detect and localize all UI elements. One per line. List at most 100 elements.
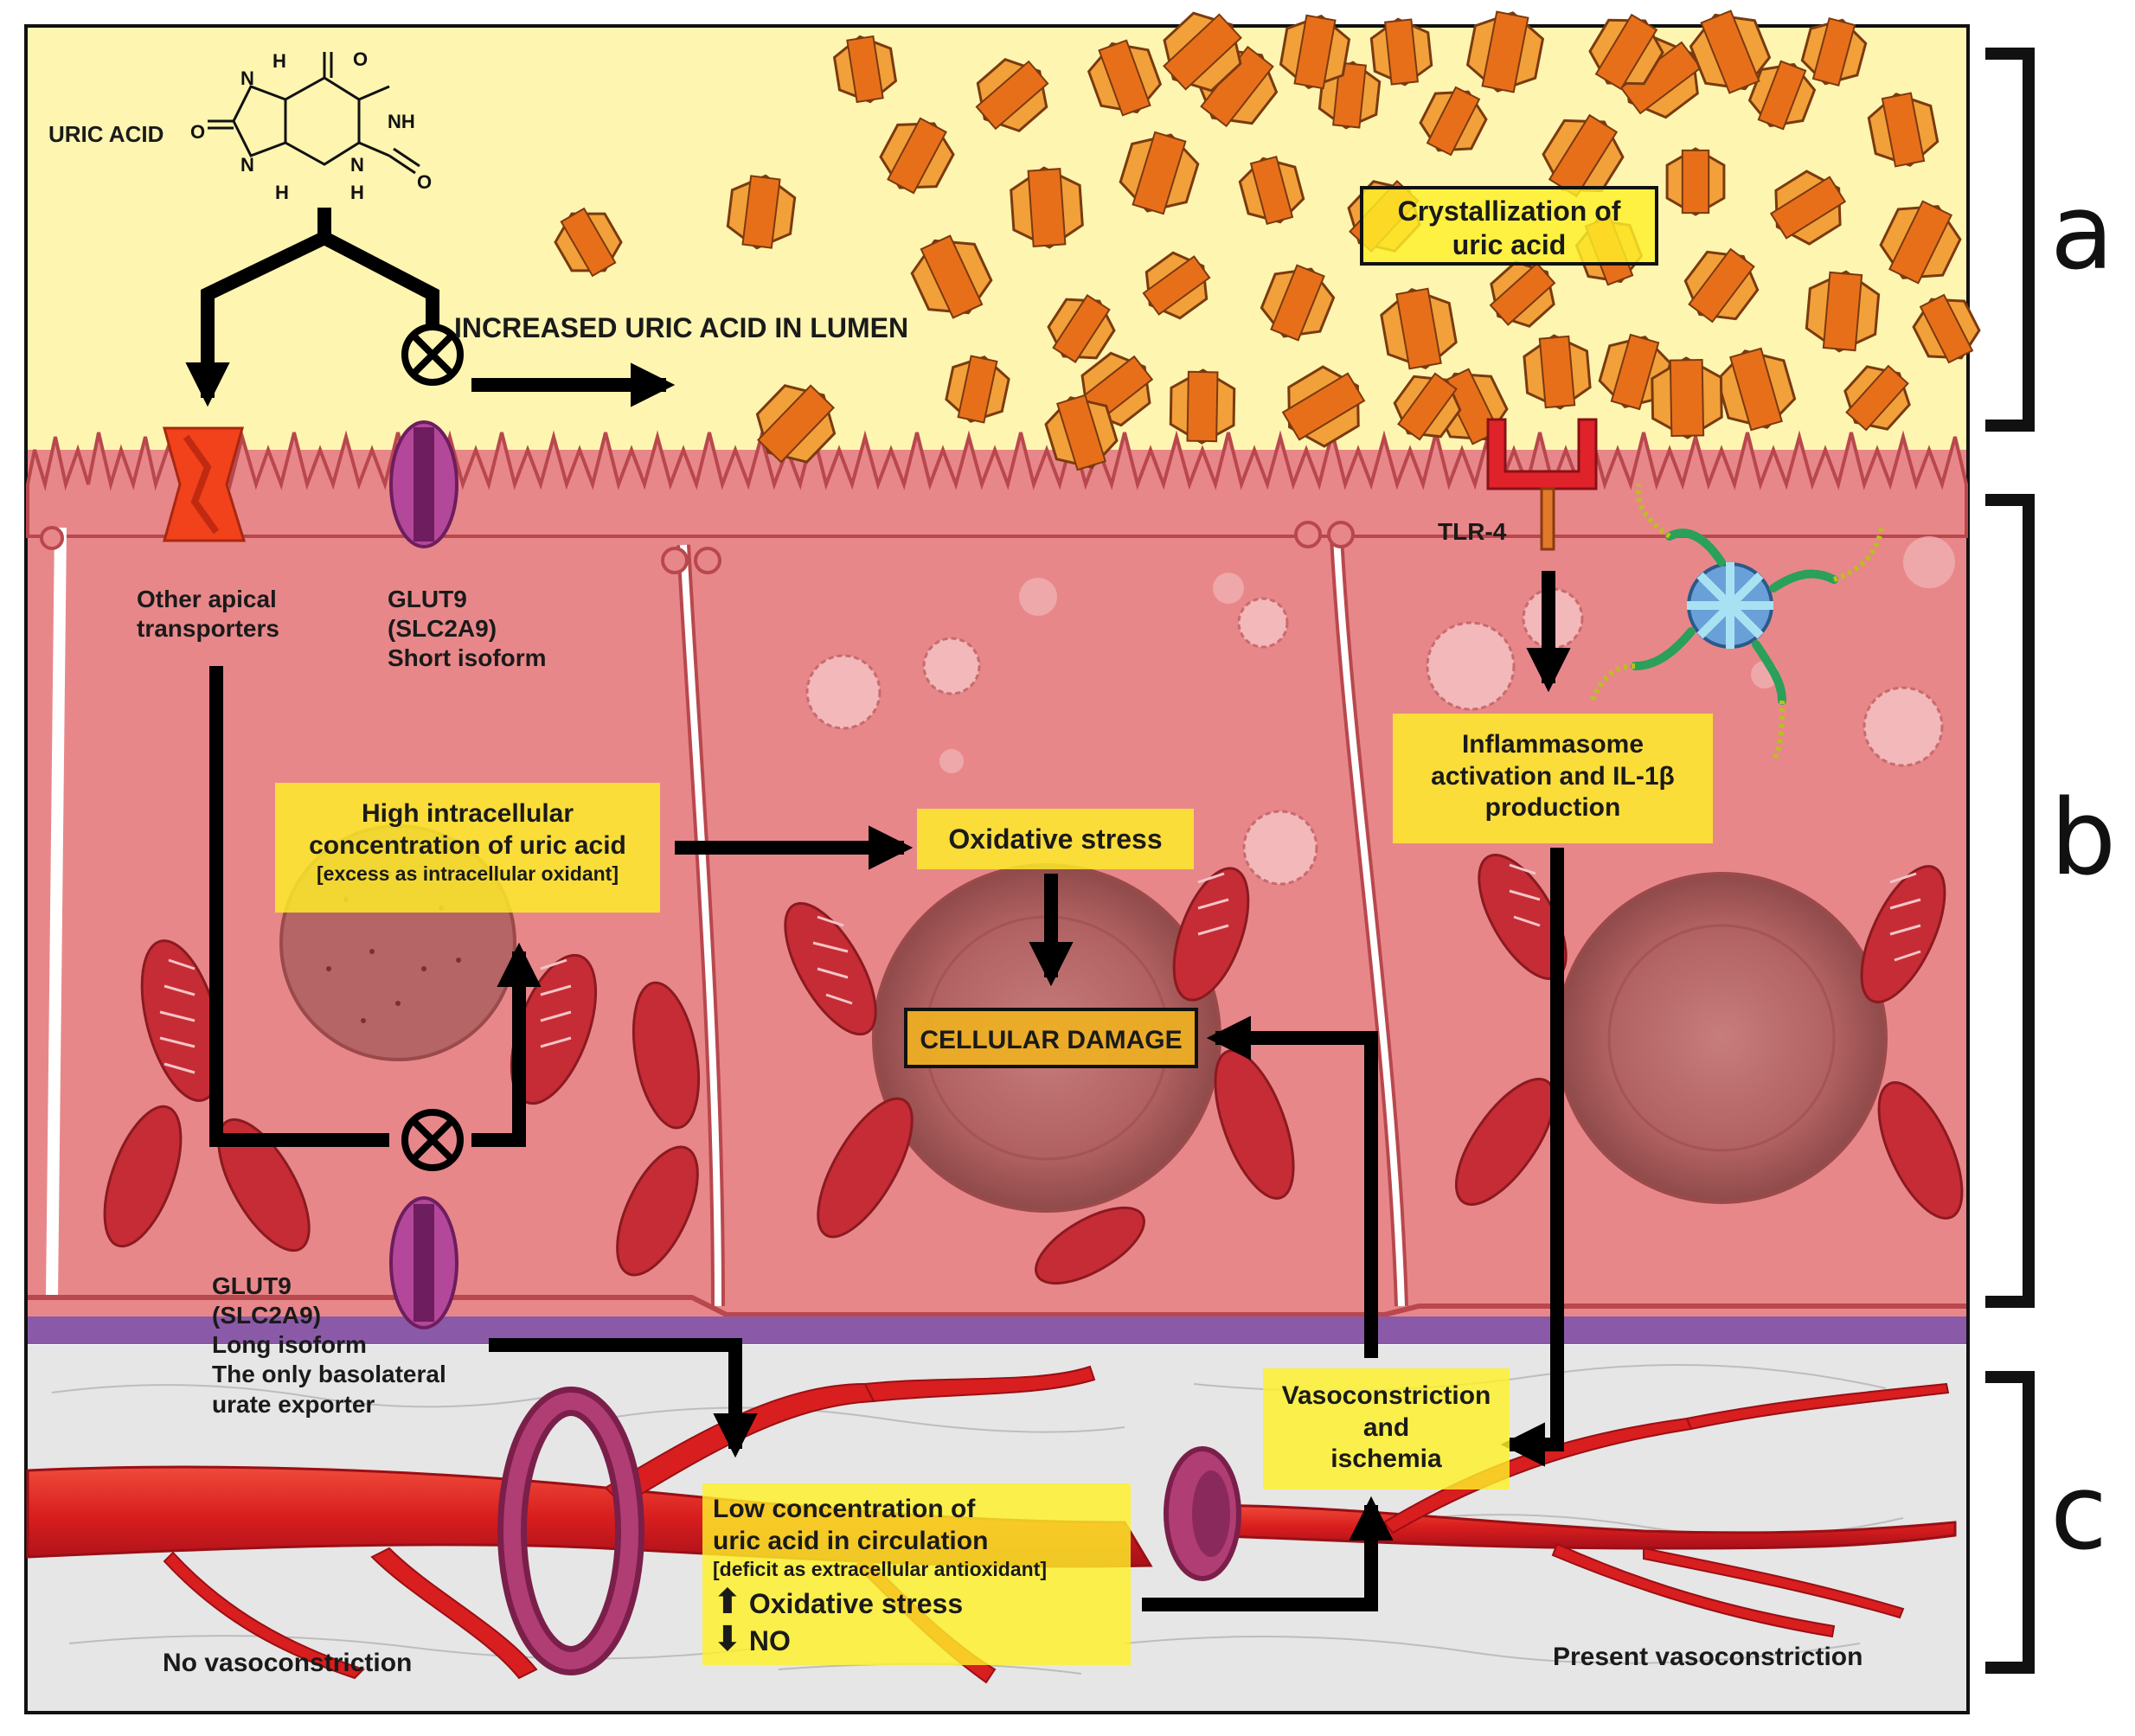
uric-acid-crystal [1523, 334, 1592, 410]
oxidative-stress-up-row: ⬆ Oxidative stress [713, 1585, 1122, 1622]
atom-n-left-top: N [240, 67, 254, 89]
glut9-long-transporter [389, 1196, 458, 1329]
tlr4-label: TLR-4 [1438, 518, 1507, 545]
crystallization-box: Crystallization of uric acid [1360, 186, 1658, 266]
down-label: NO [748, 1624, 791, 1656]
uric-acid-crystal [975, 58, 1049, 132]
uric-acid-crystal [832, 35, 898, 104]
no-vasoconstriction-label: No vasoconstriction [163, 1649, 413, 1677]
cell-boundary-left [46, 527, 67, 1298]
uric-acid-crystal [755, 384, 837, 464]
uric-acid-crystal [726, 174, 797, 250]
inflammasome-line-3: production [1484, 793, 1621, 823]
glut9-short-line-2: (SLC2A9) [388, 615, 497, 643]
zone-c-label: c [2050, 1453, 2107, 1573]
uric-acid-crystal [1087, 39, 1163, 117]
uric-acid-crystal [1588, 13, 1664, 91]
uric-acid-crystal [1047, 294, 1116, 363]
uric-acid-crystal [945, 355, 1010, 424]
crystallization-line-2: uric acid [1452, 229, 1567, 261]
high-intracellular-line-2: concentration of uric acid [309, 830, 626, 860]
arrow-molecule-split [185, 208, 331, 407]
uric-acid-crystal [1715, 347, 1797, 432]
basal-border [28, 1295, 1966, 1317]
low-concentration-box: Low concentration of uric acid in circul… [702, 1483, 1131, 1665]
uric-acid-label: URIC ACID [48, 121, 164, 147]
uric-acid-crystal [1800, 16, 1868, 87]
uric-acid-crystals [554, 10, 1981, 471]
vasoconstriction-line-1: Vasoconstriction [1281, 1381, 1491, 1410]
uric-acid-crystal [1769, 170, 1847, 246]
uric-acid-crystal [1665, 147, 1726, 216]
atom-o-right: O [417, 171, 432, 193]
glut9-long-line-2: (SLC2A9) [212, 1302, 322, 1329]
atom-h-right-bottom: H [350, 182, 364, 203]
inflammasome-complex [1589, 484, 1884, 763]
cellular-damage-box: CELLULAR DAMAGE [904, 1008, 1198, 1068]
low-concentration-line-3: [deficit as extracellular antioxidant] [713, 1558, 1048, 1581]
uric-acid-crystal [1260, 264, 1336, 342]
crystallization-line-1: Crystallization of [1397, 195, 1621, 227]
epithelial-layer [26, 430, 1968, 1323]
pericyte-ring-right [1164, 1446, 1241, 1581]
mitochondria [103, 854, 1964, 1285]
vesicles [805, 587, 1944, 886]
glut9-short-transporter [389, 420, 458, 548]
uric-acid-crystal [1369, 17, 1433, 86]
tlr4-receptor [1486, 418, 1598, 551]
nucleus-right [1555, 872, 1888, 1204]
zone-a-label: a [2050, 173, 2114, 293]
uric-acid-crystal [1867, 92, 1939, 168]
uric-acid-crystal [1119, 131, 1200, 215]
tight-junctions [40, 521, 1355, 574]
high-intracellular-line-1: High intracellular [361, 799, 574, 828]
uric-acid-crystal [1489, 260, 1556, 328]
glut9-short-label: GLUT9 (SLC2A9) Short isoform [388, 585, 547, 673]
inhibition-nodes [401, 323, 464, 1171]
high-intracellular-line-3: [excess as intracellular oxidant] [317, 862, 619, 886]
uric-acid-crystal [1010, 166, 1084, 249]
glut9-long-line-4: The only basolateral [212, 1361, 446, 1388]
uric-acid-crystal [1689, 10, 1772, 94]
uric-acid-crystal [554, 207, 623, 278]
arrow-vasoconstriction-to-damage [1206, 1015, 1378, 1358]
atom-n-right-bottom: N [350, 154, 364, 176]
uric-acid-crystal [1879, 200, 1962, 285]
inflammasome-line-2: activation and IL-1β [1431, 761, 1675, 791]
cell-boundary-2-gap [1333, 535, 1405, 1307]
vasoconstriction-box: Vasoconstriction and ischemia [1263, 1368, 1510, 1489]
vasoconstriction-line-3: ischemia [1330, 1445, 1442, 1474]
apical-transporter-other [163, 426, 247, 542]
uric-acid-crystal [1419, 86, 1488, 157]
uric-acid-crystal [1279, 14, 1351, 90]
glut9-long-line-5: urate exporter [212, 1390, 375, 1418]
uric-acid-crystal [879, 117, 955, 195]
arrow-apical-down [209, 666, 389, 1147]
uric-acid-crystal [910, 234, 993, 319]
apical-label-line-2: transporters [137, 615, 279, 643]
basement-membrane [28, 1316, 1966, 1344]
cell-boundary-1-gap [680, 544, 721, 1307]
uric-acid-crystal [1805, 270, 1881, 353]
mitochondria-cristae [159, 863, 1921, 1074]
atom-h-left-bottom: H [275, 182, 289, 203]
uric-acid-crystal [1651, 356, 1723, 439]
arrow-inflammasome-to-vasoconstriction [1500, 848, 1564, 1467]
uric-acid-crystal [1683, 247, 1760, 323]
atom-n-left-bottom: N [240, 154, 254, 176]
apical-microvilli [26, 430, 1968, 538]
uric-acid-crystal [1044, 394, 1119, 471]
uric-acid-crystal [1142, 251, 1211, 320]
uric-acid-crystal [1238, 155, 1305, 226]
arrow-glut9-long-to-circulation [489, 1338, 758, 1458]
atom-o-top: O [353, 48, 368, 70]
flow-arrows [185, 208, 1571, 1611]
up-label: Oxidative stress [748, 1588, 964, 1620]
uric-acid-crystal [1542, 113, 1625, 198]
uric-acid-crystal [1393, 372, 1462, 441]
uric-acid-crystal [1843, 364, 1911, 432]
glut9-short-line-3: Short isoform [388, 644, 547, 672]
increased-lumen-label: INCREASED URIC ACID IN LUMEN [454, 312, 909, 343]
present-vasoconstriction-label: Present vasoconstriction [1553, 1643, 1863, 1671]
pericyte-ring-left [497, 1387, 644, 1675]
